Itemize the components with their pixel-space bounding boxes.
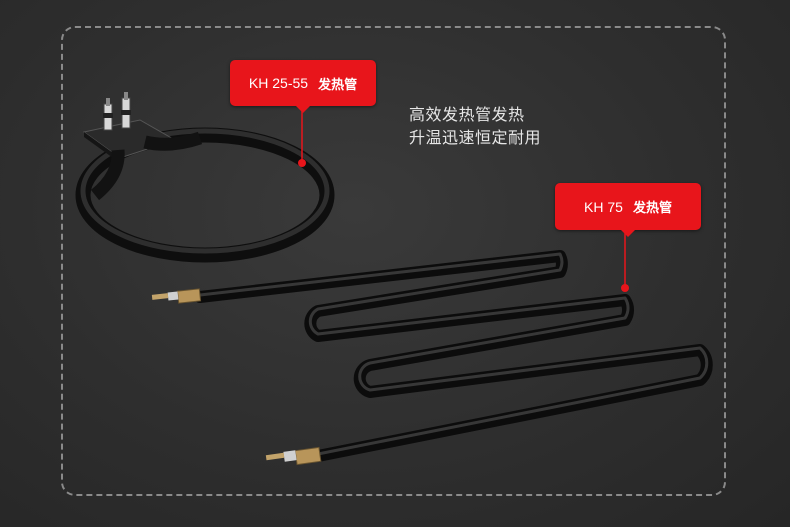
tube1-callout-label: KH 25-55 发热管	[230, 60, 376, 113]
serpentine-heating-tube	[151, 250, 713, 466]
tube1-model: KH 25-55	[248, 75, 309, 91]
tube2-model: KH 75	[584, 198, 623, 215]
circular-heating-tube	[75, 92, 335, 263]
description-line-2: 升温迅速恒定耐用	[409, 128, 542, 147]
tube1-name: 发热管	[318, 77, 358, 93]
callout-line-2	[621, 230, 629, 292]
dashed-frame	[61, 26, 726, 496]
tube2-name: 发热管	[632, 201, 672, 216]
tube2-callout-label: KH 75 发热管	[555, 183, 701, 237]
description-line-1: 高效发热管发热	[409, 105, 525, 124]
callout-line-1	[298, 106, 306, 167]
feature-description: 高效发热管发热 升温迅速恒定耐用	[409, 103, 541, 149]
